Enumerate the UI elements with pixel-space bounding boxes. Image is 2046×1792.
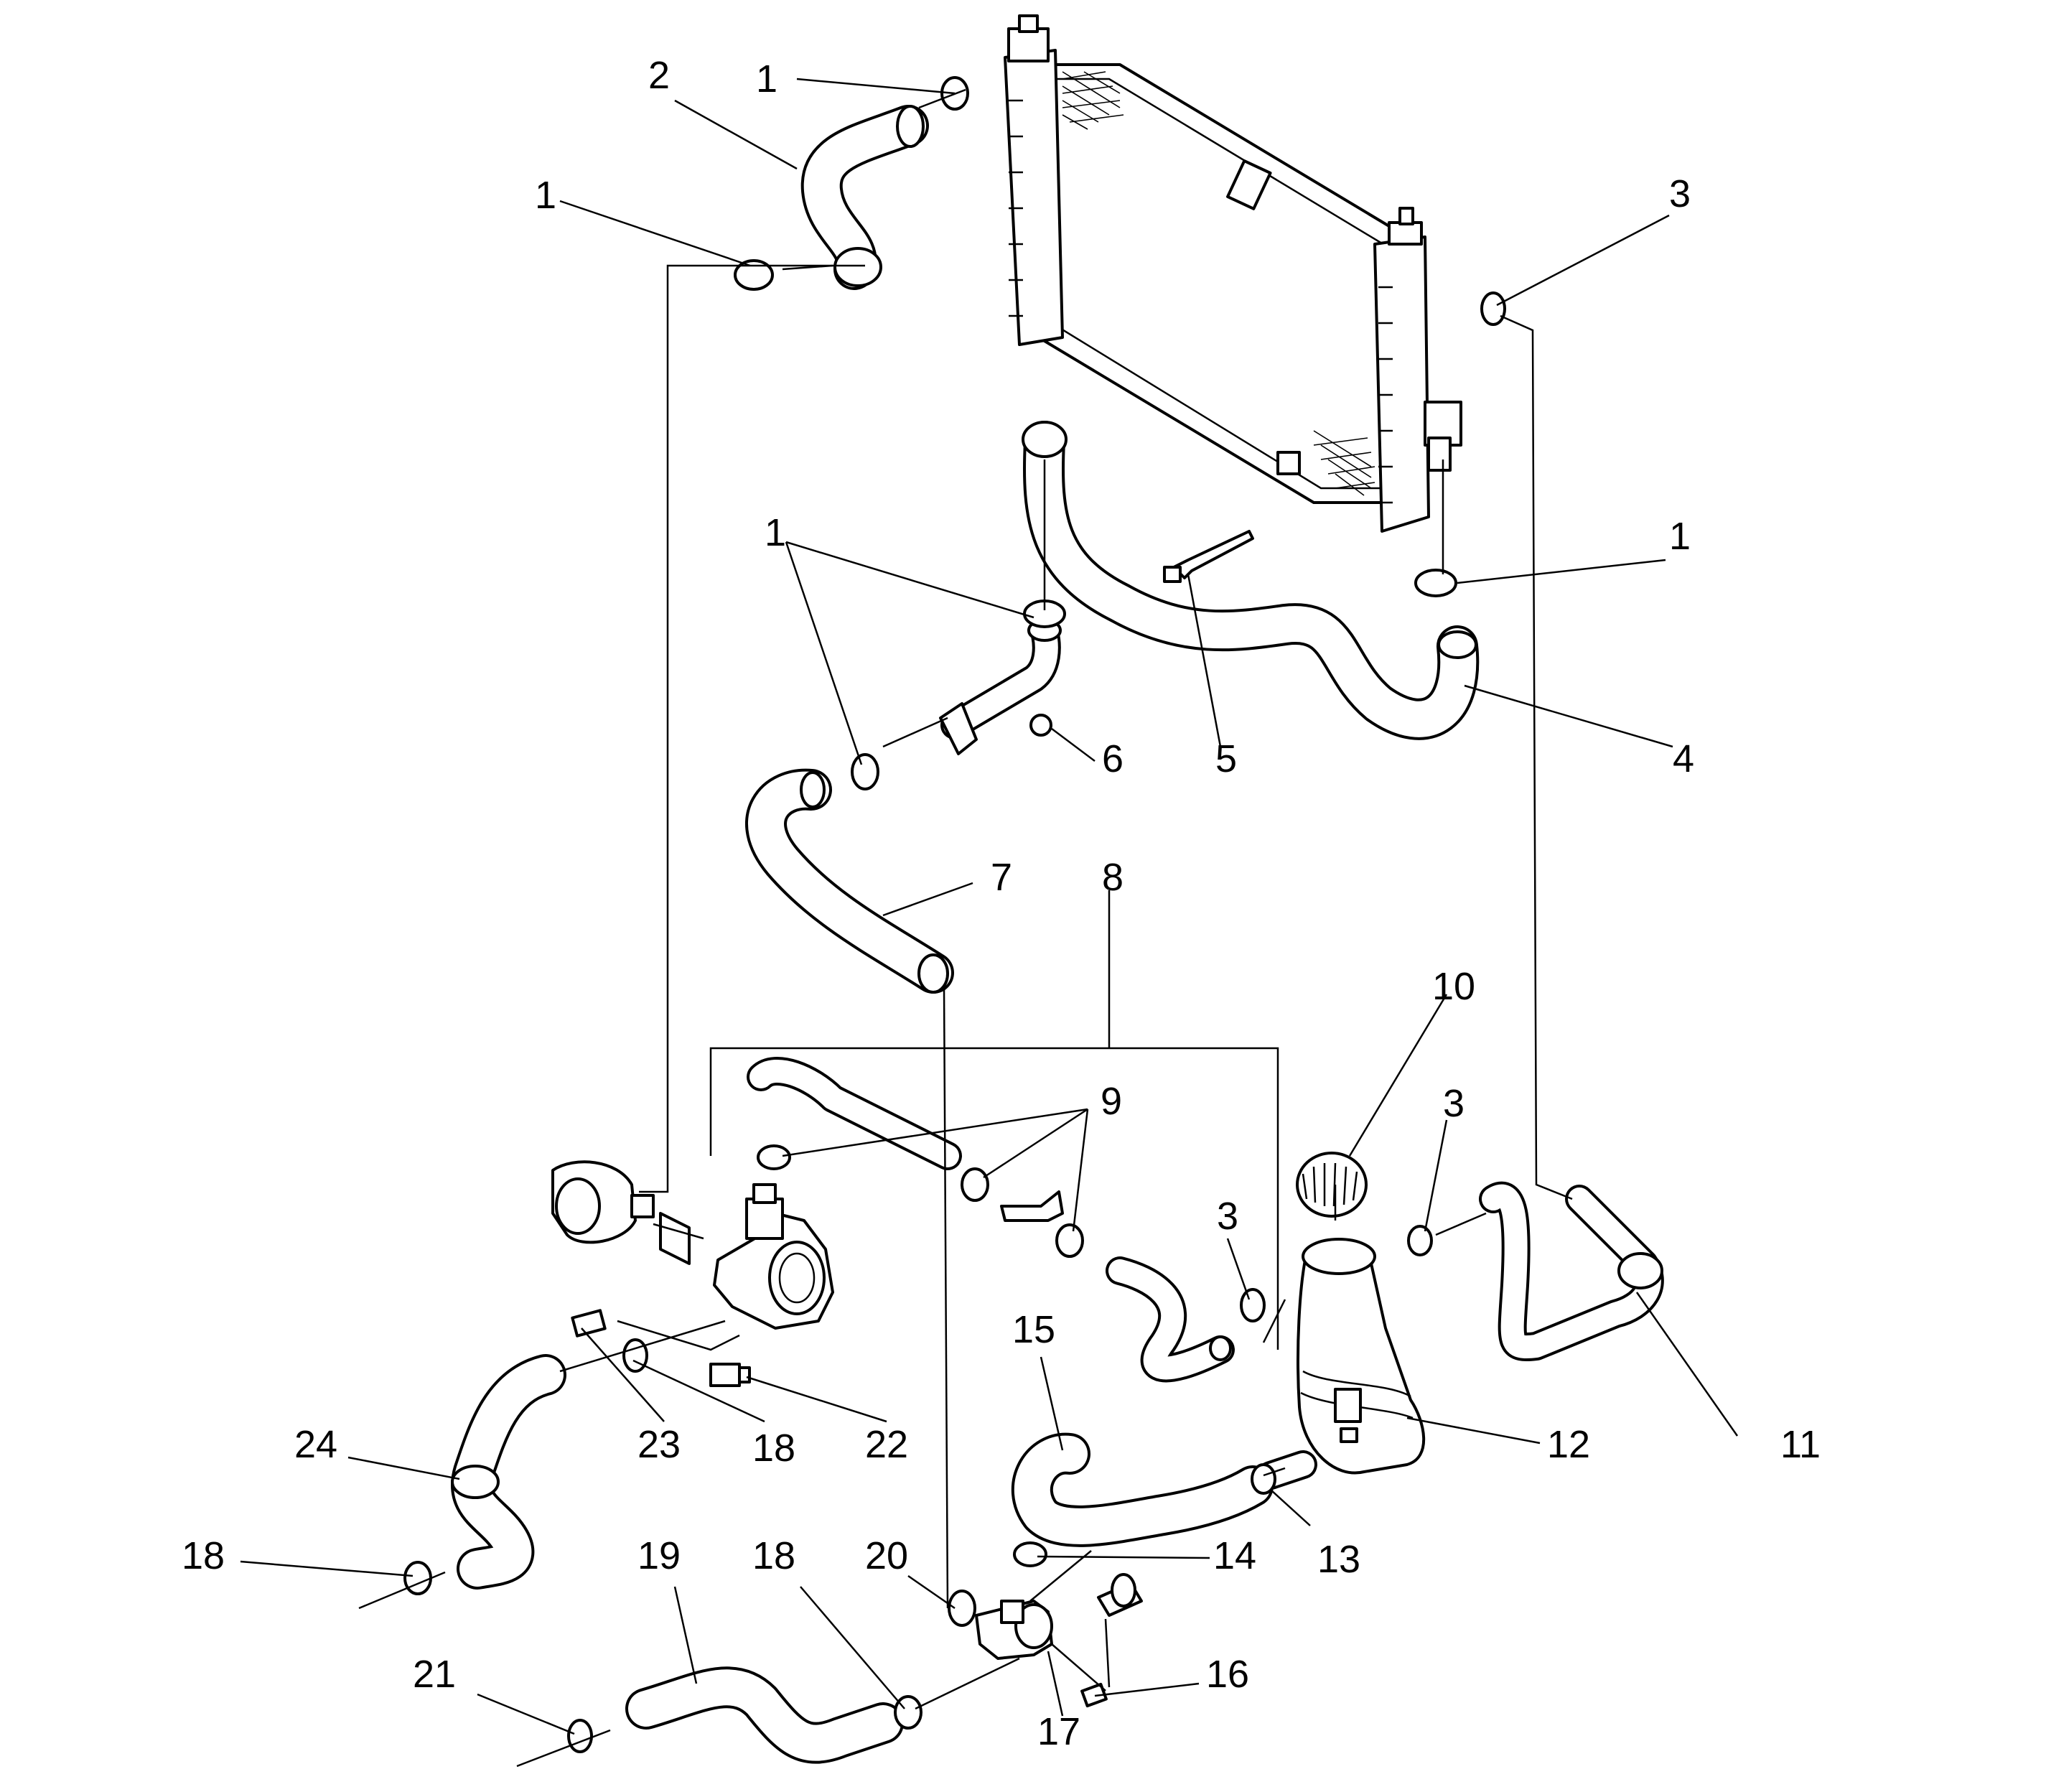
upper-radiator-hose [800, 105, 929, 290]
sensor [709, 1363, 751, 1387]
thermostat-housing [551, 1160, 691, 1265]
callout-18-bottom: 18 [752, 1534, 795, 1577]
leader-lines [240, 78, 1739, 1735]
bypass-hose [1011, 1432, 1274, 1547]
callout-labels: 1 2 1 3 1 1 4 5 6 7 8 9 10 3 3 15 12 11 … [182, 54, 1821, 1753]
callout-23: 23 [637, 1423, 681, 1466]
callout-18-left: 18 [182, 1534, 225, 1577]
callout-15: 15 [1012, 1308, 1055, 1351]
callout-21: 21 [413, 1653, 456, 1696]
coolant-pipe [939, 617, 1062, 755]
callout-12: 12 [1547, 1423, 1590, 1466]
callout-4: 4 [1673, 737, 1694, 780]
callout-3-right: 3 [1443, 1082, 1465, 1125]
callout-1-upper-left: 1 [535, 174, 556, 217]
surge-tank-cap [1296, 1152, 1368, 1218]
heater-hose [745, 768, 954, 994]
callout-1-top: 1 [756, 57, 777, 101]
callout-3-upper-right: 3 [1669, 172, 1691, 215]
lower-left-hose [451, 1354, 566, 1590]
callout-10: 10 [1432, 965, 1475, 1008]
connection-lines [358, 88, 1573, 1768]
callout-9: 9 [1101, 1080, 1122, 1123]
callout-1-middle: 1 [765, 511, 786, 554]
callout-3-middle: 3 [1217, 1195, 1238, 1238]
callout-24: 24 [294, 1423, 337, 1466]
radiator [1004, 14, 1462, 533]
hose-clamps [403, 76, 1506, 1753]
lower-radiator-hose [1022, 421, 1480, 740]
surge-tank [1256, 1238, 1426, 1490]
callout-8: 8 [1102, 856, 1124, 899]
callout-11: 11 [1780, 1423, 1821, 1466]
callout-17: 17 [1037, 1710, 1080, 1753]
callout-5: 5 [1215, 737, 1237, 780]
throttle-body-hose-assembly [747, 1057, 1235, 1383]
callout-16: 16 [1206, 1653, 1249, 1696]
callout-14: 14 [1213, 1534, 1256, 1577]
fitting [571, 1309, 607, 1338]
water-pump-inlet [975, 1582, 1143, 1708]
callout-18-middle: 18 [752, 1427, 795, 1470]
cable-tie [1163, 530, 1254, 583]
callout-2: 2 [648, 54, 670, 97]
callout-6: 6 [1102, 737, 1124, 780]
callout-19: 19 [637, 1534, 681, 1577]
overflow-hose [1479, 1181, 1664, 1361]
callout-7: 7 [991, 856, 1012, 899]
throttle-body [713, 1183, 834, 1330]
callout-22: 22 [865, 1423, 908, 1466]
callout-20: 20 [865, 1534, 908, 1577]
lower-heater-hose [625, 1666, 904, 1764]
callout-13: 13 [1317, 1538, 1360, 1581]
callout-1-right: 1 [1669, 515, 1691, 558]
